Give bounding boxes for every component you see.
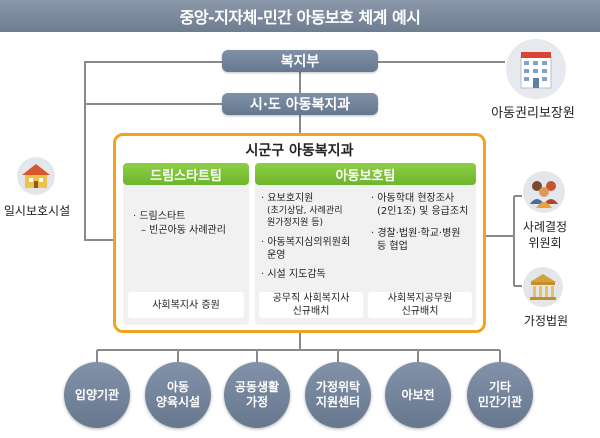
case-committee-label-line1: 사례결정 xyxy=(522,220,568,234)
bottom-org-foster-support-center: 가정위탁 지원센터 xyxy=(305,362,371,428)
office-building-icon xyxy=(505,38,567,100)
protection-left-item-1: · 요보호지원 xyxy=(261,193,314,204)
ministry-node: 복지부 xyxy=(222,50,378,72)
city-child-welfare-title: 시군구 아동복지과 xyxy=(245,143,354,159)
bottom-org-line1: 아동 xyxy=(166,380,190,394)
protection-left-item-1-sub-b: 원가정지원 등) xyxy=(267,218,324,228)
bottom-org-line2: 양육시설 xyxy=(155,395,201,409)
protection-left-item-1-sub-a: (초기상담, 사례관리 xyxy=(267,206,343,216)
protection-footer-left: 공무직 사회복지사 신규배치 xyxy=(259,292,363,318)
bottom-org-line2: 지원센터 xyxy=(315,395,361,409)
dream-team-footer: 사회복지사 증원 xyxy=(128,292,244,318)
bottom-org-line1: 입양기관 xyxy=(74,387,120,402)
bottom-org-group-home: 공동생활 가정 xyxy=(224,362,290,428)
bottom-org-line2: 민간기관 xyxy=(477,395,523,409)
courthouse-icon xyxy=(522,266,564,308)
protection-footer-right-line2: 신규배치 xyxy=(401,306,439,317)
protection-footer-left-line1: 공무직 사회복지사 xyxy=(272,293,350,304)
bottom-org-childcare-facility: 아동 양육시설 xyxy=(145,362,211,428)
bottom-org-other-private: 기타 민간기관 xyxy=(467,362,533,428)
protection-team-header: 아동보호팀 xyxy=(255,163,476,185)
bottom-org-child-protection-agency: 아보전 xyxy=(385,362,451,428)
dream-team-header: 드림스타트팀 xyxy=(123,163,249,185)
protection-right-item-1: · 아동학대 현장조사 xyxy=(371,193,455,204)
protection-footer-left-line2: 신규배치 xyxy=(292,306,330,317)
protection-right-item-2-b: 등 협업 xyxy=(377,241,408,252)
bottom-org-line1: 가정위탁 xyxy=(315,380,361,394)
family-court-label: 가정법원 xyxy=(523,314,569,328)
protection-right-item-2: · 경찰·법원·학교·병원 xyxy=(371,228,461,239)
bottom-org-line2: 가정 xyxy=(245,395,269,409)
protection-right-item-1-sub: (2인1조) 및 응급조치 xyxy=(377,206,469,217)
child-rights-agency-label: 아동권리보장원 xyxy=(491,106,575,121)
protection-left-item-2-b: 운영 xyxy=(267,250,286,261)
bottom-org-line1: 공동생활 xyxy=(234,380,280,394)
protection-left-item-3: · 시설 지도감독 xyxy=(261,269,326,280)
province-node: 시·도 아동복지과 xyxy=(222,93,378,115)
bottom-org-line1: 아보전 xyxy=(401,387,435,402)
house-building-icon xyxy=(16,156,56,196)
bottom-org-line1: 기타 xyxy=(488,380,512,394)
protection-footer-right: 사회복지공무원 신규배치 xyxy=(368,292,472,318)
dream-team-item-2: – 빈곤아동 사례관리 xyxy=(141,225,226,236)
protection-left-item-2: · 아동복지심의위원회 xyxy=(261,237,351,248)
temporary-shelter-label: 일시보호시설 xyxy=(3,204,71,218)
bottom-org-adoption-agency: 입양기관 xyxy=(64,362,130,428)
case-committee-label-line2: 위원회 xyxy=(528,236,562,250)
protection-footer-right-line1: 사회복지공무원 xyxy=(387,293,453,304)
dream-team-item-1: · 드림스타트 xyxy=(133,211,186,222)
people-group-icon xyxy=(522,170,566,214)
diagram-title: 중앙-지자체-민간 아동보호 체계 예시 xyxy=(0,0,600,32)
